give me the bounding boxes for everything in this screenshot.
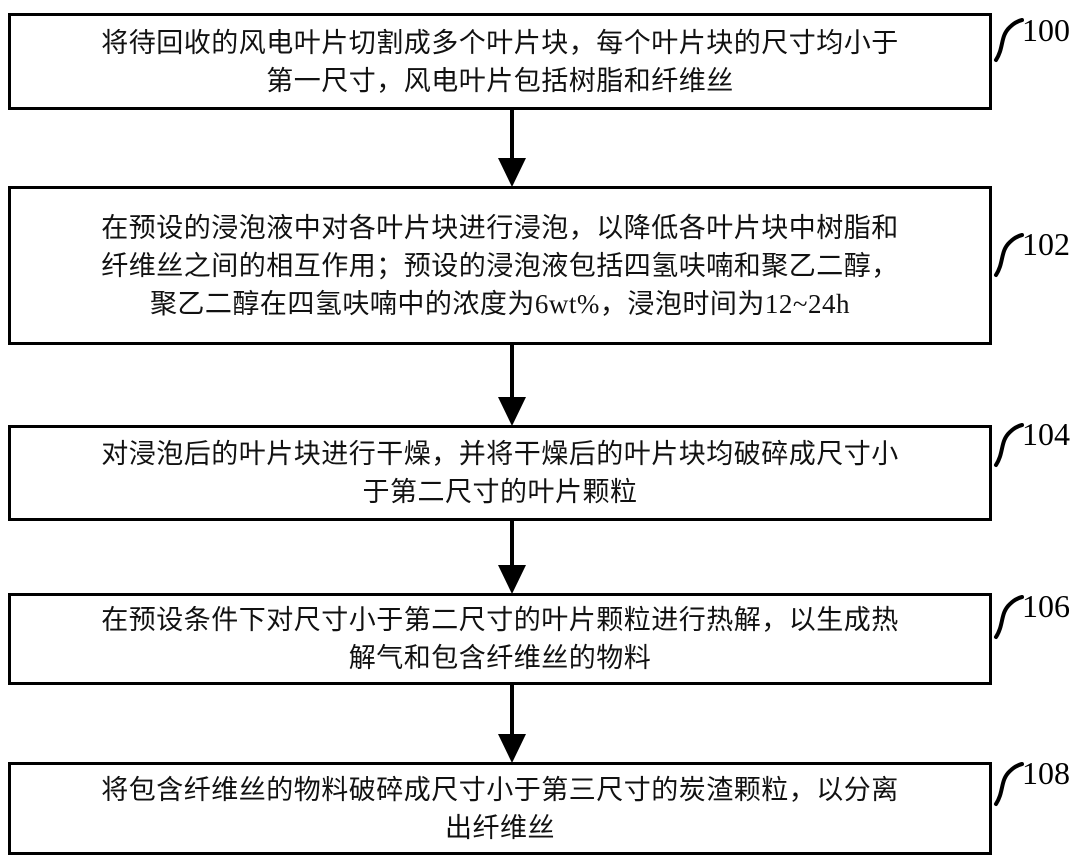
- reference-number-102: 102: [1022, 226, 1070, 262]
- reference-number-100: 100: [1022, 12, 1070, 48]
- arrow-106-to-108: [498, 685, 526, 763]
- arrow-100-to-102: [498, 110, 526, 187]
- leader-line-106: [994, 595, 1024, 639]
- leader-line-102: [994, 233, 1024, 277]
- process-step-box-104: 对浸泡后的叶片块进行干燥，并将干燥后的叶片块均破碎成尺寸小 于第二尺寸的叶片颗粒: [8, 425, 992, 521]
- leader-line-104: [994, 423, 1024, 467]
- arrow-102-to-104: [498, 345, 526, 426]
- arrow-104-to-106: [498, 521, 526, 594]
- process-step-box-108: 将包含纤维丝的物料破碎成尺寸小于第三尺寸的炭渣颗粒，以分离 出纤维丝: [8, 762, 992, 855]
- reference-number-106: 106: [1022, 588, 1070, 624]
- process-step-box-102: 在预设的浸泡液中对各叶片块进行浸泡，以降低各叶片块中树脂和 纤维丝之间的相互作用…: [8, 186, 992, 345]
- reference-number-108: 108: [1022, 755, 1070, 791]
- process-step-text-102: 在预设的浸泡液中对各叶片块进行浸泡，以降低各叶片块中树脂和 纤维丝之间的相互作用…: [101, 212, 899, 319]
- process-step-text-106: 在预设条件下对尺寸小于第二尺寸的叶片颗粒进行热解，以生成热 解气和包含纤维丝的物…: [101, 605, 899, 673]
- leader-line-108: [994, 762, 1024, 806]
- reference-number-104: 104: [1022, 416, 1070, 452]
- process-step-text-108: 将包含纤维丝的物料破碎成尺寸小于第三尺寸的炭渣颗粒，以分离 出纤维丝: [101, 774, 899, 843]
- process-step-box-106: 在预设条件下对尺寸小于第二尺寸的叶片颗粒进行热解，以生成热 解气和包含纤维丝的物…: [8, 593, 992, 685]
- process-step-text-104: 对浸泡后的叶片块进行干燥，并将干燥后的叶片块均破碎成尺寸小 于第二尺寸的叶片颗粒: [101, 439, 899, 507]
- process-step-text-100: 将待回收的风电叶片切割成多个叶片块，每个叶片块的尺寸均小于 第一尺寸，风电叶片包…: [101, 27, 899, 96]
- process-step-box-100: 将待回收的风电叶片切割成多个叶片块，每个叶片块的尺寸均小于 第一尺寸，风电叶片包…: [8, 13, 992, 110]
- leader-line-100: [994, 18, 1024, 62]
